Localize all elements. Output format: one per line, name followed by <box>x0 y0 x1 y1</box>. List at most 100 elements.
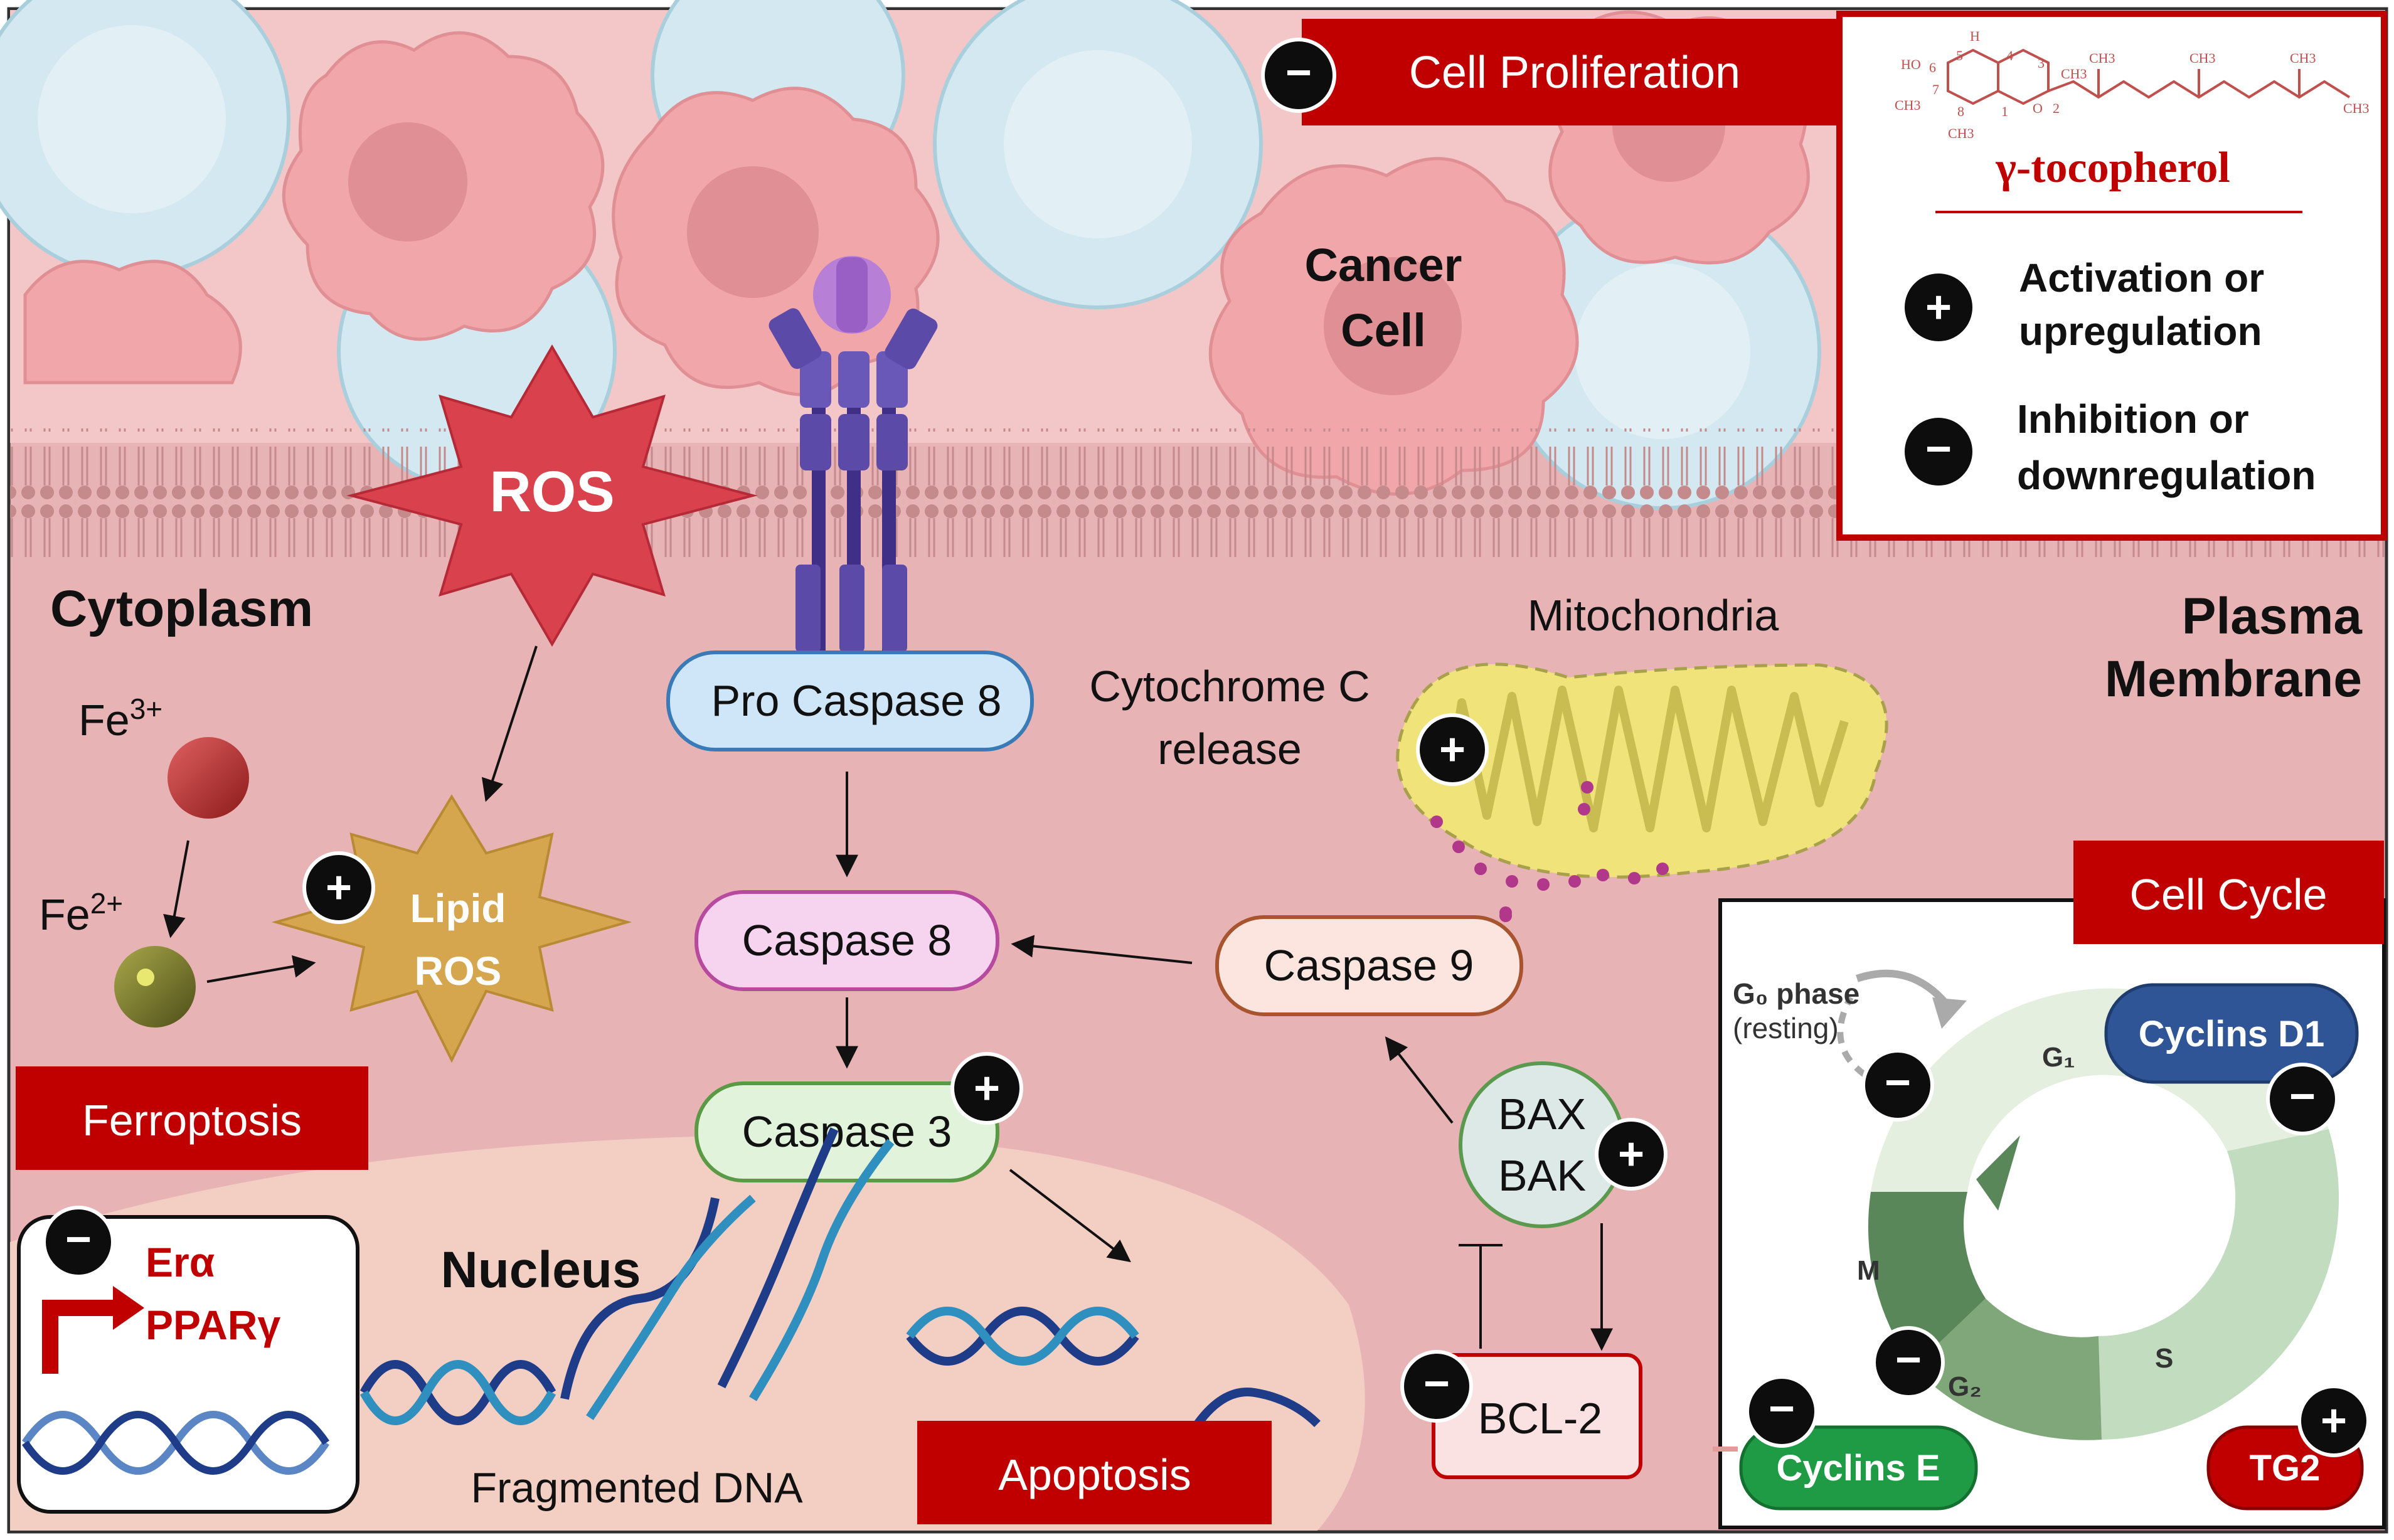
nucleus-label: Nucleus <box>441 1241 641 1298</box>
legend-activation-line2: upregulation <box>2019 309 2262 354</box>
transcription-arrow <box>42 1300 113 1374</box>
death-receptor <box>769 256 938 652</box>
cell-proliferation-banner <box>1302 19 1854 125</box>
cell-cycle-label: Cell Cycle <box>2129 870 2327 919</box>
cyclins-e-label: Cyclins E <box>1776 1448 1940 1489</box>
cell-proliferation-label: Cell Proliferation <box>1409 48 1740 98</box>
svg-text:+: + <box>2321 1396 2347 1446</box>
gene-era-label: Erα <box>146 1239 215 1285</box>
gene-dna <box>22 1411 329 1475</box>
svg-text:HO: HO <box>1901 56 1921 72</box>
svg-text:CH3: CH3 <box>2061 66 2087 82</box>
m-phase-label: M <box>1857 1255 1880 1286</box>
caspase-8-box <box>694 890 999 991</box>
pathway-arrows <box>163 645 1613 1351</box>
fe3-ion <box>168 737 249 819</box>
plus-badge-mitochondria: + <box>1416 713 1489 786</box>
plus-badge-lipid-ros: + <box>302 851 375 924</box>
cytochrome-c-label-line1: Cytochrome C <box>1089 662 1370 711</box>
cell-cycle-banner <box>2073 841 2384 944</box>
svg-text:−: − <box>1885 1058 1911 1108</box>
cytoplasm-label: Cytoplasm <box>50 580 313 637</box>
bax-label: BAX <box>1498 1090 1586 1139</box>
lipid-ros-line1: Lipid <box>410 886 506 931</box>
fe2-ion <box>114 946 196 1028</box>
legend-inhibition-line1: Inhibition or <box>2017 396 2249 442</box>
svg-text:+: + <box>1439 725 1466 775</box>
minus-badge-cyclins-e: − <box>1745 1375 1818 1448</box>
svg-text:CH3: CH3 <box>2089 50 2115 66</box>
pro-caspase-8-box <box>666 651 1034 751</box>
caspase-3-box <box>694 1081 999 1182</box>
structure-atom-labels: HO H 6 5 4 3 7 8 1 2 O CH3 CH3 CH3 CH3 C… <box>1895 28 2370 141</box>
fe2-highlight <box>137 969 154 986</box>
svg-text:CH3: CH3 <box>2189 50 2216 66</box>
caspase-8-label: Caspase 8 <box>742 916 952 965</box>
minus-badge-bcl2: − <box>1400 1350 1473 1423</box>
svg-text:8: 8 <box>1957 104 1964 119</box>
svg-text:−: − <box>1285 48 1312 98</box>
svg-text:+: + <box>974 1063 1000 1113</box>
svg-text:CH3: CH3 <box>2343 100 2370 116</box>
plus-badge-tg2: + <box>2297 1384 2370 1457</box>
caspase-9-label: Caspase 9 <box>1264 941 1474 990</box>
svg-text:−: − <box>1769 1384 1795 1434</box>
minus-badge-g2: − <box>1872 1326 1945 1399</box>
svg-text:6: 6 <box>1929 60 1936 75</box>
minus-badge-cell-proliferation: − <box>1261 38 1336 113</box>
svg-text:H: H <box>1970 28 1980 44</box>
pro-caspase-8-label: Pro Caspase 8 <box>711 676 1001 725</box>
ros-label: ROS <box>489 460 614 524</box>
minus-badge-cyclins-d1: − <box>2266 1063 2339 1135</box>
mitochondria <box>1396 662 1888 879</box>
caspase-9-box <box>1215 915 1523 1016</box>
cytochrome-c-particles <box>1430 781 1669 922</box>
ferroptosis-label: Ferroptosis <box>82 1096 302 1145</box>
svg-text:−: − <box>1895 1335 1922 1385</box>
tg2-label: TG2 <box>2250 1448 2321 1489</box>
svg-text:1: 1 <box>2001 104 2008 119</box>
svg-text:O: O <box>2033 100 2043 116</box>
svg-text:−: − <box>1423 1359 1450 1409</box>
cyclins-d1-pill <box>2104 983 2359 1084</box>
fragmented-dna-label: Fragmented DNA <box>471 1464 803 1512</box>
svg-text:2: 2 <box>2053 100 2060 116</box>
svg-text:3: 3 <box>2038 55 2045 71</box>
plus-badge-caspase-3: + <box>950 1052 1023 1125</box>
svg-text:4: 4 <box>2006 48 2013 63</box>
minus-badge-genes: − <box>42 1206 115 1278</box>
g0-loop-arrowhead <box>1932 997 1967 1029</box>
bak-label: BAK <box>1498 1151 1586 1200</box>
regulation-badges: − + − + + + + − <box>42 38 2370 1457</box>
plus-badge-bax-bak: + <box>1595 1118 1668 1191</box>
plasma-membrane-label-line1: Plasma <box>2182 588 2363 645</box>
apoptosis-label: Apoptosis <box>998 1450 1191 1499</box>
svg-text:7: 7 <box>1932 82 1939 97</box>
plus-badge-legend: + <box>1901 270 1976 345</box>
svg-text:+: + <box>1618 1129 1644 1179</box>
mitochondria-label: Mitochondria <box>1528 591 1779 640</box>
transcription-arrowhead <box>113 1286 144 1330</box>
g1-label: G₁ <box>2042 1042 2075 1073</box>
g0-resting-label: (resting) <box>1733 1012 1839 1044</box>
g2-label: G₂ <box>1948 1371 1982 1402</box>
cyclins-e-pill <box>1739 1425 1978 1511</box>
fe3-label: Fe3+ <box>78 693 162 745</box>
lipid-ros-line2: ROS <box>415 948 502 994</box>
svg-text:+: + <box>326 863 352 913</box>
plasma-membrane-label-line2: Membrane <box>2105 651 2362 708</box>
legend-activation-line1: Activation or <box>2019 255 2264 300</box>
svg-text:CH3: CH3 <box>1895 97 1921 113</box>
caspase-3-label: Caspase 3 <box>742 1107 952 1156</box>
svg-text:CH3: CH3 <box>2290 50 2316 66</box>
svg-text:CH3: CH3 <box>1948 125 1974 141</box>
gene-ppar-label: PPARγ <box>146 1302 280 1348</box>
ros-burst: ROS <box>346 344 758 647</box>
minus-badge-g0: − <box>1861 1049 1934 1122</box>
svg-text:−: − <box>65 1214 92 1265</box>
cancer-cell-label-line2: Cell <box>1341 304 1426 356</box>
svg-text:−: − <box>1925 424 1952 474</box>
tocopherol-structure <box>1947 48 2351 105</box>
